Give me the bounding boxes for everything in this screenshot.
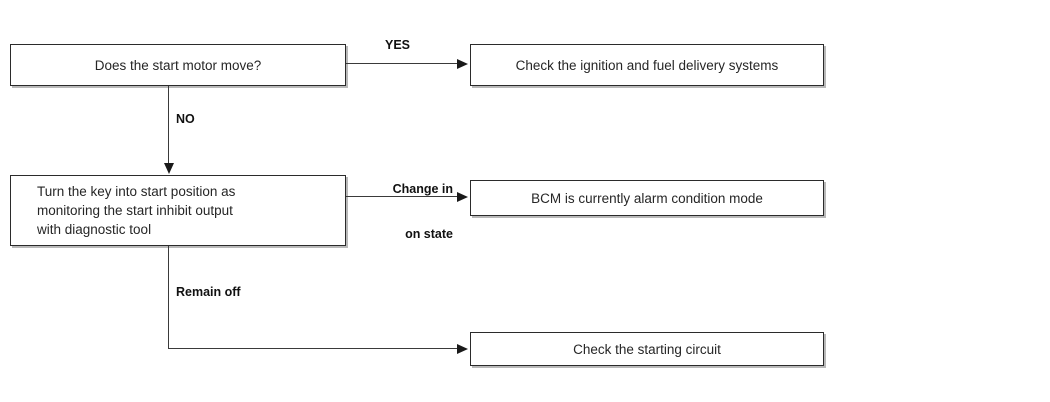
node-bcm-text: BCM is currently alarm condition mode [531,190,763,206]
connector-procedure-to-bcm [346,196,464,197]
node-procedure-line-2: monitoring the start inhibit output [37,203,233,218]
edge-label-yes: YES [385,38,411,52]
node-check-ignition-fuel-delivery[interactable]: Check the ignition and fuel delivery sys… [470,44,824,86]
arrowhead-right-icon-yes [457,58,468,69]
connector-procedure-to-starting-horizontal [168,348,464,349]
arrowhead-down-icon-no [163,163,174,174]
connector-question-to-procedure [168,86,169,170]
edge-label-change-in-on-state: Change in on state [365,152,453,272]
edge-label-change-line-2: on state [405,227,453,241]
node-procedure-line-1: Turn the key into start position as [37,184,236,199]
connector-question-to-ignition [346,63,464,64]
node-turn-key-procedure[interactable]: Turn the key into start position as moni… [10,175,346,246]
connector-procedure-to-starting-vertical [168,246,169,348]
node-bcm-alarm-condition-mode[interactable]: BCM is currently alarm condition mode [470,180,824,216]
edge-label-remain-off: Remain off [176,285,241,299]
node-procedure-line-3: with diagnostic tool [37,222,152,237]
node-starting-text: Check the starting circuit [573,341,721,357]
node-does-start-motor-move[interactable]: Does the start motor move? [10,44,346,86]
node-ignition-text: Check the ignition and fuel delivery sys… [515,57,779,73]
edge-label-no: NO [176,112,195,126]
node-question-text: Does the start motor move? [94,57,262,73]
edge-label-change-line-1: Change in [392,182,453,196]
node-check-starting-circuit[interactable]: Check the starting circuit [470,332,824,366]
arrowhead-right-icon-remain-off [457,343,468,354]
arrowhead-right-icon-change-on-state [457,191,468,202]
